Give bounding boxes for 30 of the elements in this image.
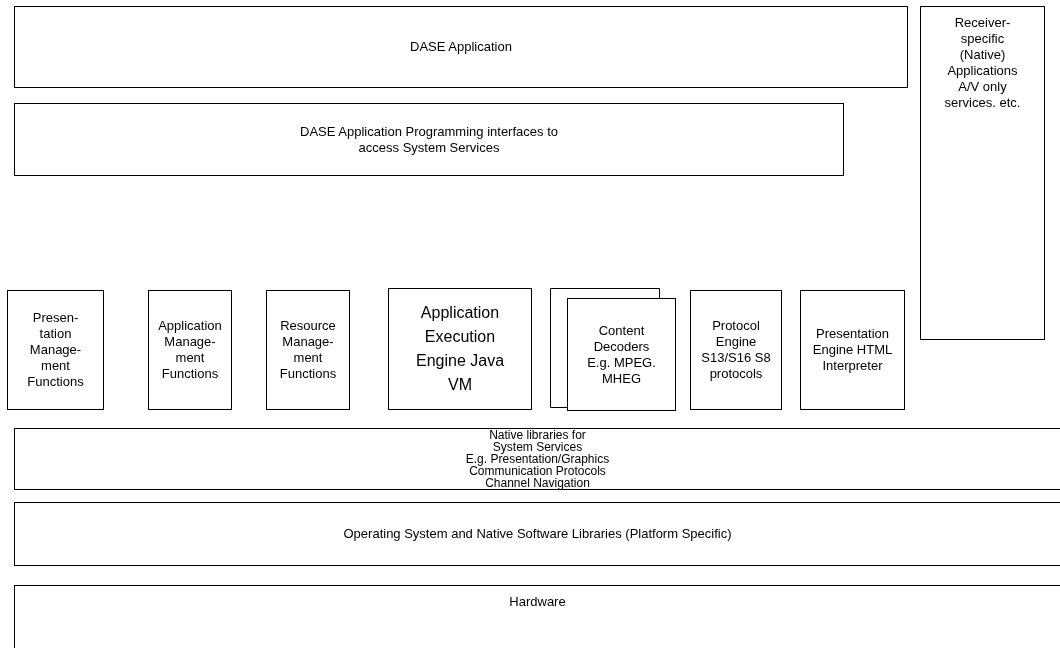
layer-box: [567, 298, 676, 411]
box-label: Application Manage- ment Functions: [157, 318, 223, 382]
box-label: Protocol Engine S13/S16 S8 protocols: [701, 318, 771, 382]
box-label: DASE Application: [410, 39, 512, 55]
box-label: Channel Navigation: [485, 477, 590, 489]
layer-box: [7, 290, 104, 410]
box-label: Content Decoders E.g. MPEG. MHEG: [586, 322, 657, 387]
layer-box: [14, 103, 844, 176]
layer-box: [148, 290, 232, 410]
layer-box: [388, 288, 532, 410]
layer-box: [14, 6, 908, 88]
layer-box: [690, 290, 782, 410]
box-label: Communication Protocols: [469, 465, 606, 477]
stacked-card: [550, 288, 660, 408]
box-label: Resource Manage- ment Functions: [278, 318, 338, 382]
box-label: Hardware: [509, 594, 566, 610]
box-label: Native libraries for System Services: [488, 429, 586, 453]
box-label: Presen- tation Manage- ment Functions: [26, 310, 85, 390]
box-label: Presentation Engine HTML Interpreter: [811, 326, 894, 374]
layer-box: [266, 290, 350, 410]
layer-box: [800, 290, 905, 410]
box-label: Receiver-specific (Native) Applications A/V only services. etc.: [944, 15, 1021, 111]
box-label: Operating System and Native Software Libraries (Platform Specific): [343, 526, 732, 542]
layer-box: [14, 502, 1060, 566]
box-label: DASE Application Programming interfaces to access System Services: [299, 123, 559, 156]
layer-box: [920, 6, 1045, 340]
box-label: E.g. Presentation/Graphics: [465, 453, 610, 465]
box-label: Application Execution Engine Java VM: [414, 303, 506, 395]
layer-box: [14, 428, 1060, 490]
layer-box: [14, 585, 1060, 648]
